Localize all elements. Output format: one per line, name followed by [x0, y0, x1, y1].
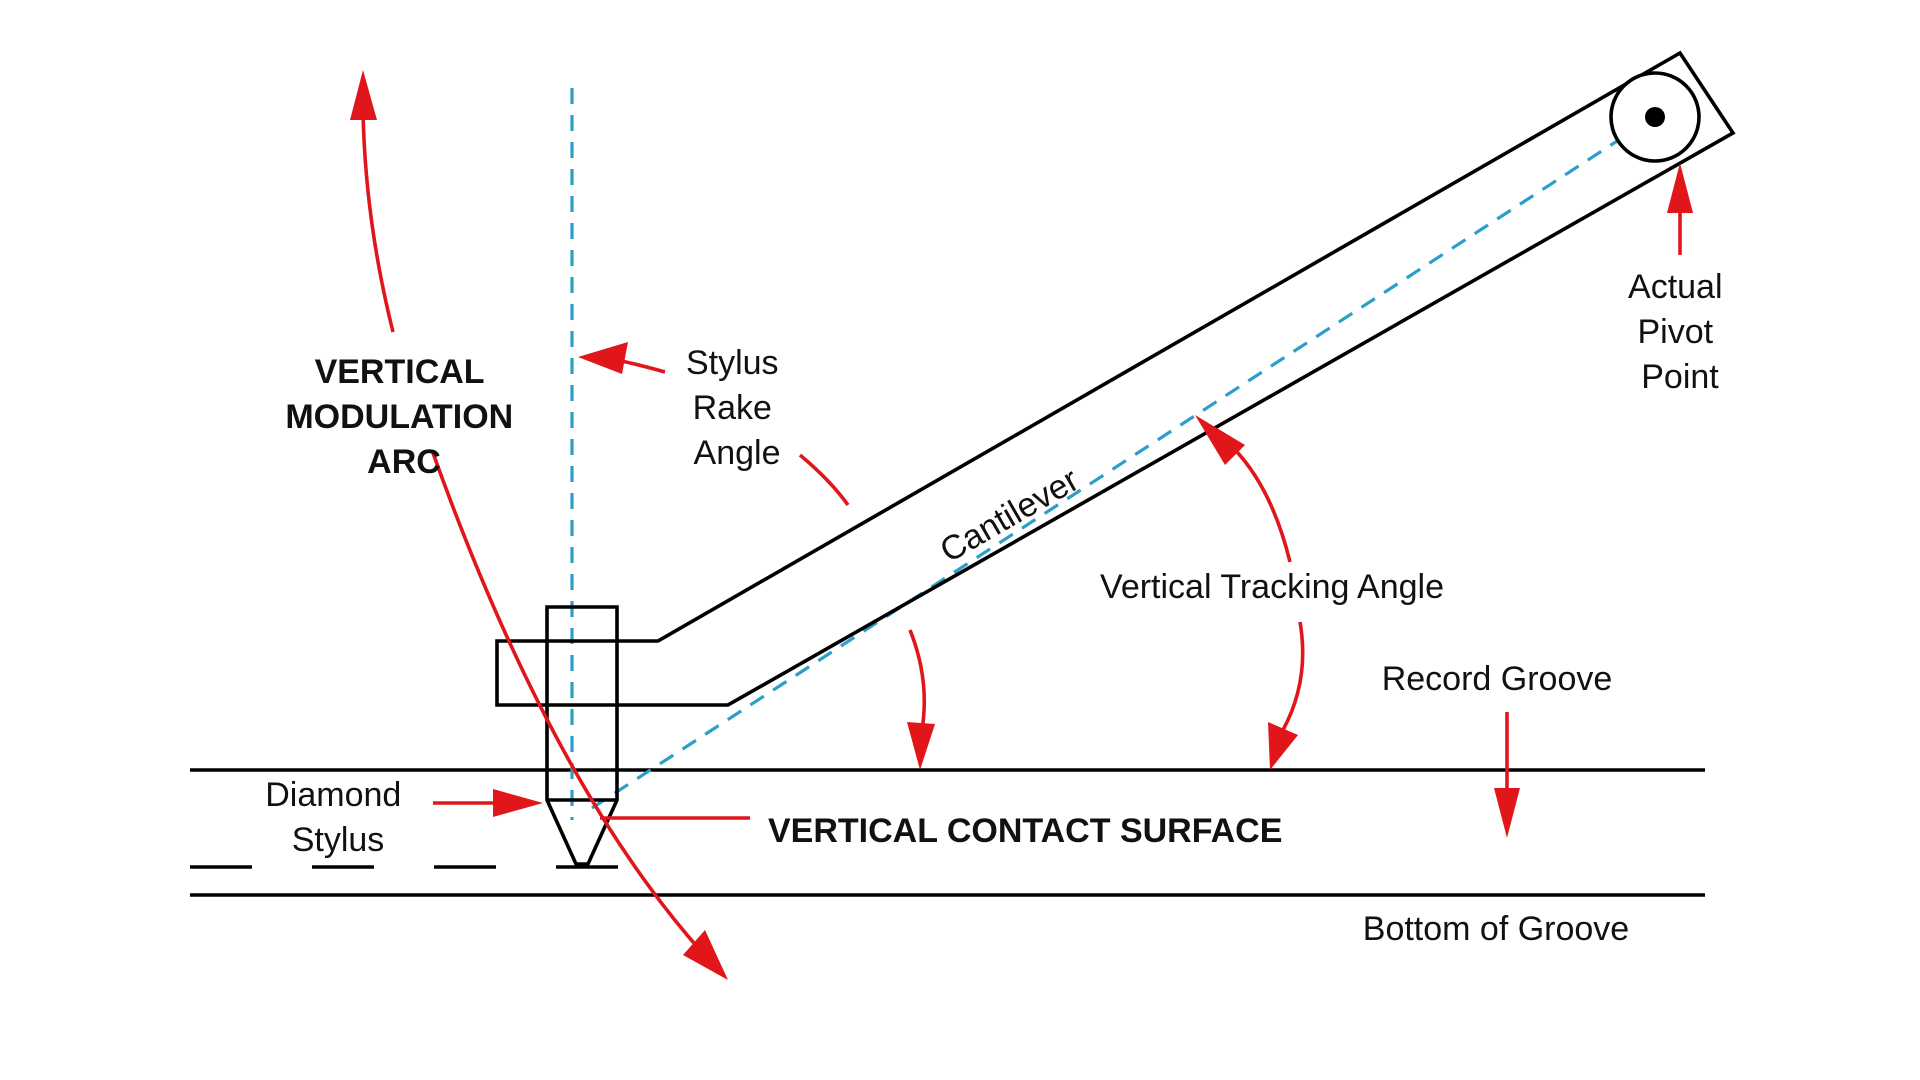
label-rake-angle-line-2: Rake: [693, 389, 772, 427]
label-stylus-rake-angle: Stylus Rake Angle: [686, 344, 788, 472]
modulation-arc-lower-arrow: [431, 452, 702, 952]
label-bottom-of-groove: Bottom of Groove: [1363, 910, 1629, 948]
diamond-stylus-arrowhead: [493, 789, 543, 817]
label-pivot-line-2: Pivot: [1637, 313, 1713, 351]
label-vertical-modulation-arc: VERTICAL MODULATION ARC: [285, 353, 522, 481]
label-modulation-arc-line-1: VERTICAL: [315, 353, 484, 391]
label-pivot-point: Actual Pivot Point: [1628, 268, 1732, 396]
cantilever: [495, 50, 1736, 707]
label-modulation-arc-line-2: MODULATION: [285, 398, 513, 436]
label-record-groove: Record Groove: [1382, 660, 1613, 698]
label-rake-angle-line-1: Stylus: [686, 344, 779, 382]
rake-angle-arrowhead: [578, 342, 628, 374]
label-diamond-stylus: Diamond Stylus: [265, 776, 411, 859]
modulation-arc-upper-arrow: [361, 109, 395, 333]
modulation-arc-lower-arrowhead: [683, 930, 728, 980]
label-diamond-stylus-line-2: Stylus: [292, 821, 385, 859]
label-pivot-line-1: Actual: [1628, 268, 1723, 306]
label-vertical-tracking-angle: Vertical Tracking Angle: [1100, 568, 1444, 606]
tracking-angle-upper-arc: [1223, 438, 1292, 563]
tracking-angle-lower-arc: [1281, 621, 1305, 731]
pivot-point: [1645, 107, 1665, 127]
modulation-arc-upper-arrowhead: [350, 70, 377, 120]
tracking-angle-left-arc: [908, 629, 927, 731]
label-diamond-stylus-line-1: Diamond: [265, 776, 401, 814]
tracking-angle-upper-arrowhead: [1195, 415, 1245, 465]
label-modulation-arc-line-3: ARC: [367, 443, 441, 481]
tracking-angle-left-arrowhead: [907, 722, 935, 770]
record-groove-arrowhead: [1494, 788, 1520, 838]
tracking-reference-line: [591, 115, 1655, 810]
label-pivot-line-3: Point: [1641, 358, 1719, 396]
label-rake-angle-line-3: Angle: [694, 434, 781, 472]
pivot-arrowhead: [1667, 163, 1693, 213]
label-vertical-contact-surface: VERTICAL CONTACT SURFACE: [768, 812, 1282, 850]
tracking-angle-lower-arrowhead: [1268, 722, 1298, 770]
rake-angle-lower-arc: [798, 453, 850, 507]
